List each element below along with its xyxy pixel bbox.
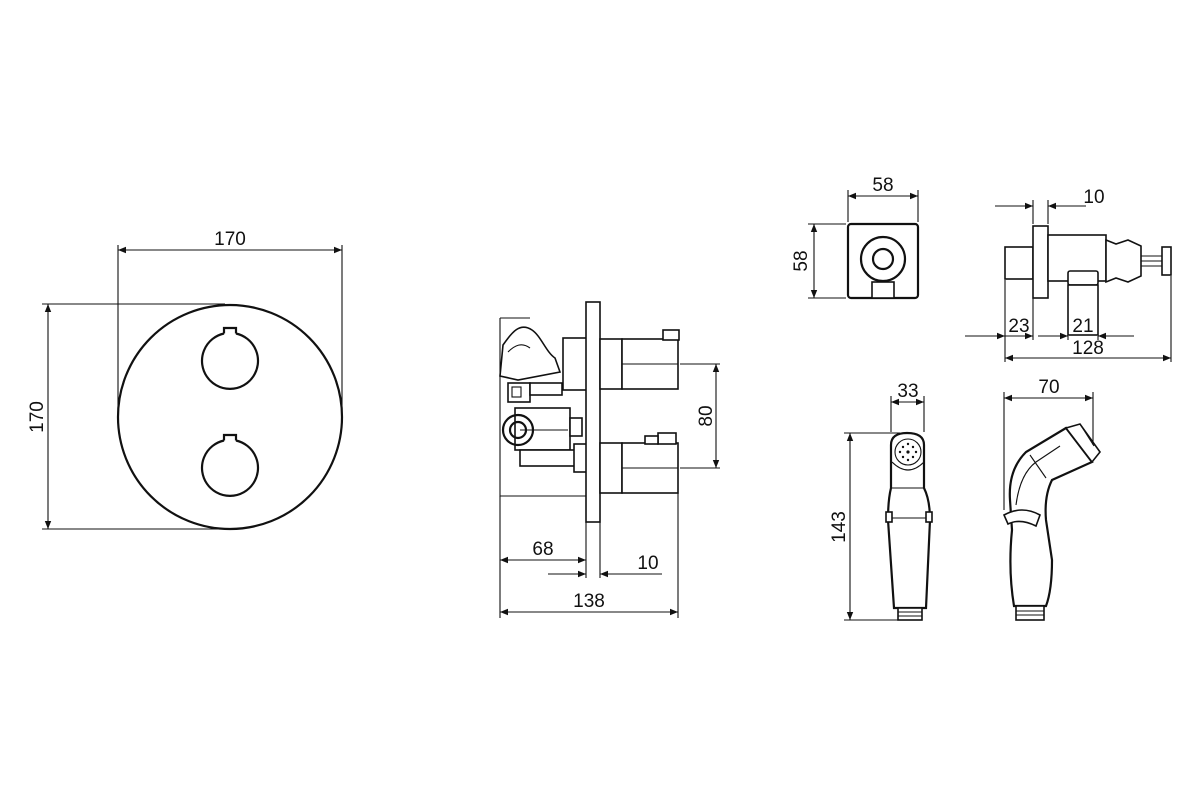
dimension-elbow-flange: 10: [995, 187, 1105, 224]
dimension-elbow-width: 58: [847, 175, 919, 222]
dimension-body-total: 138: [500, 591, 678, 616]
dim-label-spray-depth: 70: [1038, 377, 1059, 398]
dim-label-spray-width: 33: [897, 381, 918, 402]
dim-label-elbow-21: 21: [1072, 316, 1093, 337]
upper-knob: [200, 326, 260, 390]
dim-label-elbow-total: 128: [1072, 338, 1104, 359]
wall-elbow-front-view: 58 58: [791, 175, 920, 300]
dim-label-elbow-height: 58: [791, 250, 812, 271]
lower-knob: [200, 433, 260, 497]
dim-label-body-total: 138: [573, 591, 605, 612]
hand-spray-side-view: 70: [1002, 377, 1102, 621]
dim-label-spray-height: 143: [829, 511, 850, 543]
dim-label-front-height: 170: [27, 401, 48, 433]
dim-label-elbow-width: 58: [872, 175, 893, 196]
dim-label-outlet-spacing: 80: [696, 405, 717, 426]
dimension-elbow-height: 58: [791, 223, 846, 299]
dimension-outlet-spacing: 80: [680, 363, 720, 469]
hand-spray-front-view: 33 143: [829, 381, 933, 621]
dimension-front-height: 170: [27, 303, 225, 530]
wall-plate: [585, 301, 601, 523]
dim-label-elbow-flange: 10: [1083, 187, 1104, 208]
dimension-elbow-total: 128: [1005, 338, 1171, 362]
dimension-front-width: 170: [117, 229, 343, 420]
dimension-elbow-23: 23: [965, 316, 1033, 340]
dimension-body-depth: 68: [500, 539, 586, 564]
dimension-plate-thickness: 10: [548, 553, 662, 578]
dimension-spray-height: 143: [829, 432, 900, 621]
dim-label-body-depth: 68: [532, 539, 553, 560]
side-view: 80 68 10 138: [499, 301, 720, 618]
dim-label-front-width: 170: [214, 229, 246, 250]
dimension-elbow-21: 21: [1038, 316, 1134, 340]
spray-nozzle-dots: [898, 442, 918, 462]
wall-elbow-side-view: 10 23 21 128: [965, 187, 1172, 362]
dimension-spray-depth: 70: [1003, 377, 1094, 510]
dim-label-elbow-23: 23: [1008, 316, 1029, 337]
front-view: 170 170: [27, 229, 344, 531]
dim-label-plate-thickness: 10: [637, 553, 658, 574]
dimension-spray-width: 33: [890, 381, 925, 432]
